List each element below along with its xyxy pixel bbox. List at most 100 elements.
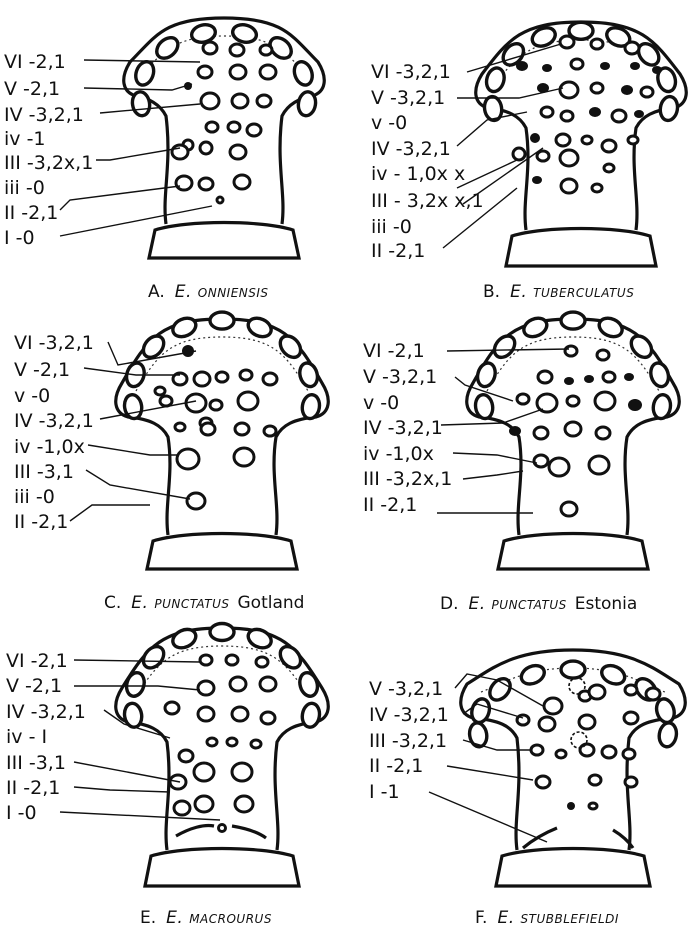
leader-line xyxy=(457,160,517,188)
marginal-tubercle xyxy=(210,624,234,641)
row-label: II -2,1 xyxy=(363,495,417,515)
tubercle xyxy=(177,449,199,469)
tubercle xyxy=(175,423,185,431)
tubercle-dot xyxy=(584,375,594,383)
marginal-tubercle xyxy=(210,312,234,329)
tubercle xyxy=(589,775,601,785)
row-label: iv -1,0x xyxy=(363,444,434,464)
marginal-tubercle xyxy=(659,95,680,121)
row-label: IV -3,2,1 xyxy=(6,702,86,722)
tubercle xyxy=(172,145,188,159)
tubercle xyxy=(625,685,637,695)
row-label: V -3,2,1 xyxy=(371,88,445,108)
tubercle xyxy=(561,111,573,121)
row-label: III -3,2x,1 xyxy=(4,153,93,173)
tubercle xyxy=(260,45,272,55)
caption-letter: F. xyxy=(475,908,487,928)
row-label: I -0 xyxy=(6,803,37,823)
tubercle xyxy=(230,145,246,159)
panel-b: VI -3,2,1 V -3,2,1 v -0 IV -3,2,1 iv - 1… xyxy=(347,0,687,305)
tubercle xyxy=(561,179,577,193)
tubercle xyxy=(194,763,214,781)
tubercle xyxy=(207,738,217,746)
tubercle-dot xyxy=(530,133,540,143)
tubercle-dot xyxy=(652,66,662,74)
tubercle xyxy=(234,448,254,466)
marginal-tubercle xyxy=(231,22,258,44)
tubercle xyxy=(534,427,548,439)
tubercle xyxy=(536,776,550,788)
base-plate xyxy=(145,849,299,887)
tubercle xyxy=(219,825,226,832)
tubercle xyxy=(541,107,553,117)
tubercle xyxy=(589,803,597,809)
base-plate xyxy=(149,223,299,259)
tubercle xyxy=(565,422,581,436)
tubercle xyxy=(195,796,213,812)
tubercle xyxy=(260,677,276,691)
articulation-line xyxy=(523,828,557,848)
tubercle-dot xyxy=(564,377,574,385)
marginal-tubercle xyxy=(627,332,656,361)
pygidium-outline xyxy=(124,18,325,224)
dashed-tubercle xyxy=(571,732,587,748)
tubercle xyxy=(176,176,192,190)
marginal-tubercle xyxy=(245,315,274,340)
caption-species: E. tuberculatus xyxy=(510,282,634,302)
tubercle xyxy=(217,197,223,203)
row-label: VI -3,2,1 xyxy=(14,333,94,353)
tubercle xyxy=(560,150,578,166)
panel-c: VI -3,2,1 V -2,1 v -0 IV -3,2,1 iv -1,0x… xyxy=(0,305,340,610)
marginal-tubercle xyxy=(658,722,679,748)
row-label: II -2,1 xyxy=(4,203,58,223)
tubercle xyxy=(256,657,268,667)
tubercle xyxy=(604,164,614,172)
tubercle xyxy=(595,392,615,410)
row-label: iii -0 xyxy=(4,178,45,198)
marginal-tubercle xyxy=(490,332,519,361)
tubercle xyxy=(260,65,276,79)
tubercle xyxy=(567,396,579,406)
marginal-tubercle xyxy=(131,91,152,117)
marginal-tubercle xyxy=(297,671,320,699)
row-label: v -0 xyxy=(14,386,50,406)
tubercle xyxy=(200,655,212,665)
marginal-tubercle xyxy=(124,671,147,699)
row-label: III -3,1 xyxy=(6,753,66,773)
tubercle xyxy=(232,94,248,108)
tubercle xyxy=(591,83,603,93)
marginal-tubercle xyxy=(599,662,628,687)
marginal-tubercle xyxy=(521,315,550,340)
tubercle xyxy=(230,65,246,79)
caption-f: F.E. stubblefieldi xyxy=(475,908,627,928)
tubercle xyxy=(232,707,248,721)
marginal-tubercle xyxy=(291,59,315,87)
leader-line xyxy=(74,660,200,662)
tubercle xyxy=(165,702,179,714)
tubercle xyxy=(612,110,626,122)
row-label: IV -3,2,1 xyxy=(4,105,84,125)
row-label: VI -2,1 xyxy=(4,52,66,72)
base-plate xyxy=(498,534,648,570)
leader-line xyxy=(74,787,170,792)
base-plate xyxy=(496,849,650,887)
tubercle xyxy=(187,493,205,509)
tubercle-dot xyxy=(567,802,575,810)
tubercle-dot xyxy=(634,110,644,118)
row-label: iii -0 xyxy=(371,217,412,237)
panel-e: VI -2,1 V -2,1 IV -3,2,1 iv - I III -3,1… xyxy=(0,610,340,915)
tubercle-dot xyxy=(542,64,552,72)
tubercle-dot xyxy=(516,61,528,71)
tubercle xyxy=(544,698,562,714)
caption-letter: B. xyxy=(483,282,500,302)
leader-line xyxy=(447,349,569,351)
tubercle xyxy=(155,387,165,395)
tubercle xyxy=(234,175,250,189)
marginal-tubercle xyxy=(596,315,625,340)
tubercle xyxy=(203,42,217,54)
tubercle xyxy=(560,36,574,48)
marginal-tubercle xyxy=(170,315,199,340)
tubercle xyxy=(228,122,240,132)
tubercle xyxy=(513,148,525,160)
caption-species: E. macrourus xyxy=(166,908,272,928)
